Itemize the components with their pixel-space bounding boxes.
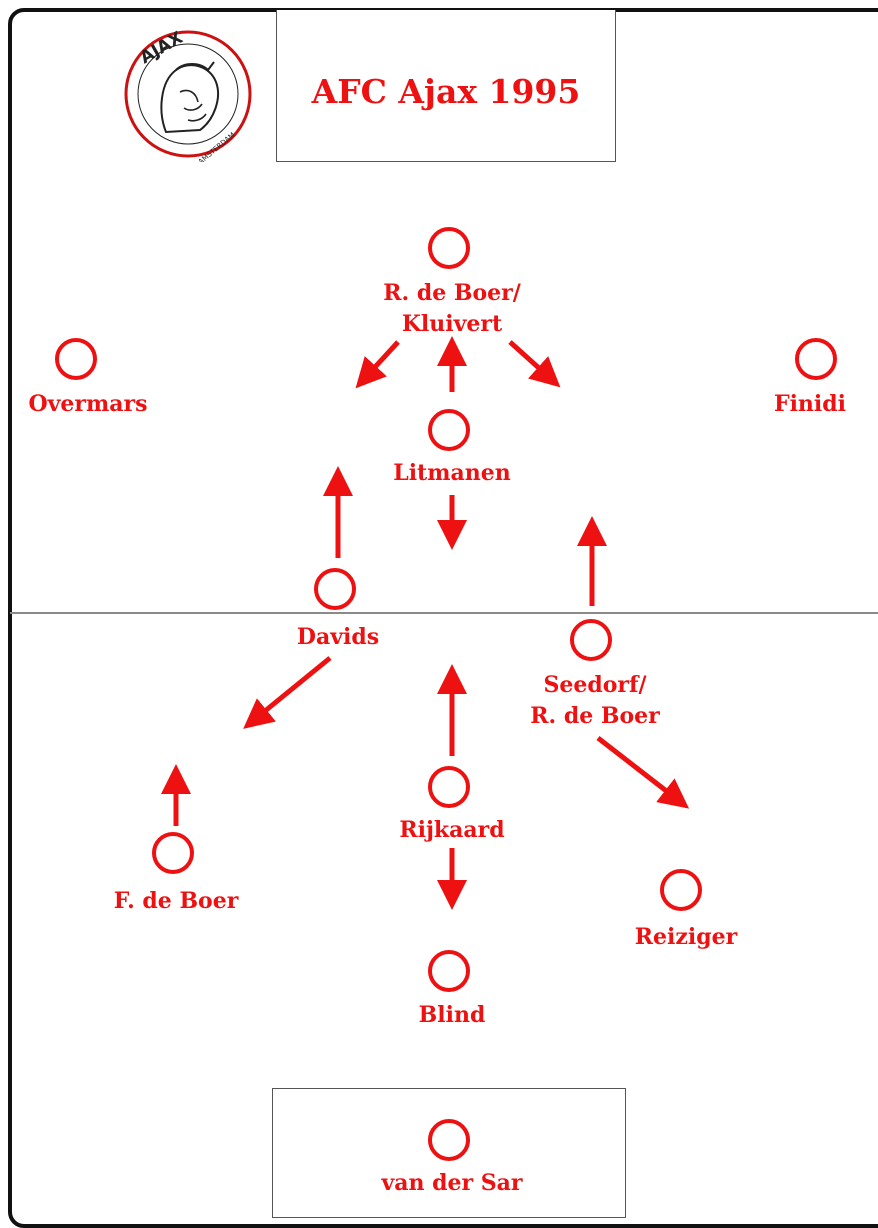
player-label-finidi: Finidi: [773, 391, 847, 417]
player-label-reiziger: Reiziger: [634, 924, 738, 950]
player-marker-vandersar: [428, 1119, 470, 1161]
player-label-vandersar: van der Sar: [381, 1170, 523, 1196]
halfway-line: [10, 612, 878, 614]
arrow-davids-left: [243, 656, 332, 729]
player-marker-seedorf-rdeboer: [570, 619, 612, 661]
player-label-rdeboer-kluivert: R. de Boer/ Kluivert: [383, 280, 521, 337]
player-label-davids: Davids: [296, 624, 380, 650]
player-marker-rijkaard: [428, 766, 470, 808]
player-marker-reiziger: [660, 869, 702, 911]
player-label-rijkaard: Rijkaard: [399, 817, 505, 843]
player-label-seedorf-rdeboer: Seedorf/ R. de Boer: [530, 672, 660, 729]
player-marker-blind: [428, 950, 470, 992]
player-label-litmanen: Litmanen: [393, 460, 511, 486]
title-box: [276, 10, 616, 162]
page-title: AFC Ajax 1995: [311, 72, 581, 111]
arrow-seedorf-right: [596, 736, 690, 809]
player-marker-overmars: [55, 338, 97, 380]
player-label-fdeboer: F. de Boer: [113, 888, 239, 914]
player-marker-finidi: [795, 338, 837, 380]
player-marker-fdeboer: [152, 832, 194, 874]
player-marker-litmanen: [428, 409, 470, 451]
player-label-overmars: Overmars: [28, 391, 148, 417]
arrow-kluivert-left: [355, 340, 400, 389]
player-label-blind: Blind: [418, 1002, 486, 1028]
player-marker-davids: [314, 568, 356, 610]
arrow-kluivert-right: [508, 340, 561, 388]
player-marker-rdeboer-kluivert: [428, 227, 470, 269]
ajax-crest-icon: AJAX AMSTERDAM: [124, 28, 252, 162]
